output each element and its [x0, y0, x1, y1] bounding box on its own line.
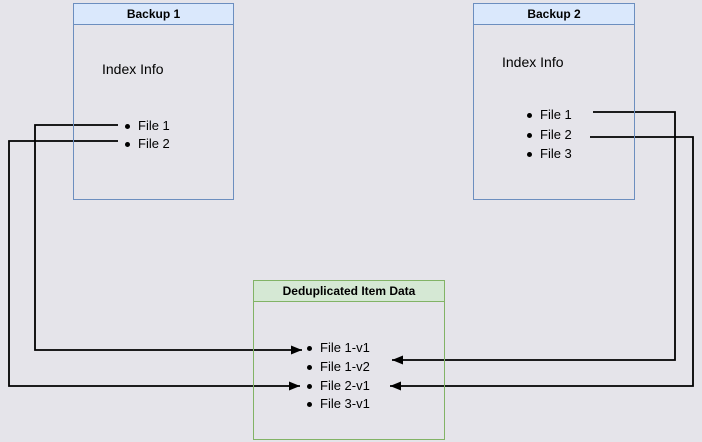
dedup-list-item-file3-v1: File 3-v1	[307, 396, 370, 412]
bullet-icon	[527, 132, 532, 138]
list-item-label: File 2	[138, 136, 170, 151]
dedup-list-item-file1-v1: File 1-v1	[307, 340, 370, 356]
list-item-label: File 1-v1	[320, 340, 370, 355]
dedup-list-item-file2-v1: File 2-v1	[307, 378, 370, 394]
list-item-label: File 1	[138, 118, 170, 133]
bullet-icon	[527, 151, 532, 157]
backup1-index-info-label: Index Info	[102, 61, 164, 77]
list-item-label: File 3	[540, 146, 572, 161]
backup2-box: Backup 2 Index Info File 1 File 2 File 3	[473, 3, 635, 200]
bullet-icon	[307, 401, 312, 407]
bullet-icon	[307, 383, 312, 389]
backup2-index-info-label: Index Info	[502, 54, 564, 70]
bullet-icon	[125, 141, 130, 147]
bullet-icon	[307, 364, 312, 370]
dedup-list-item-file1-v2: File 1-v2	[307, 359, 370, 375]
bullet-icon	[307, 345, 312, 351]
backup2-list-item-file1: File 1	[527, 107, 572, 123]
list-item-label: File 2	[540, 127, 572, 142]
dedup-box: Deduplicated Item Data File 1-v1 File 1-…	[253, 280, 445, 440]
bullet-icon	[527, 112, 532, 118]
backup2-list-item-file2: File 2	[527, 127, 572, 143]
bullet-icon	[125, 123, 130, 129]
backup2-list-item-file3: File 3	[527, 146, 572, 162]
list-item-label: File 3-v1	[320, 396, 370, 411]
dedup-title: Deduplicated Item Data	[254, 281, 444, 302]
backup1-box: Backup 1 Index Info File 1 File 2	[73, 3, 234, 200]
backup1-list-item-file1: File 1	[125, 118, 170, 134]
backup1-list-item-file2: File 2	[125, 136, 170, 152]
list-item-label: File 2-v1	[320, 378, 370, 393]
backup1-title: Backup 1	[74, 4, 233, 25]
list-item-label: File 1	[540, 107, 572, 122]
list-item-label: File 1-v2	[320, 359, 370, 374]
backup2-title: Backup 2	[474, 4, 634, 25]
